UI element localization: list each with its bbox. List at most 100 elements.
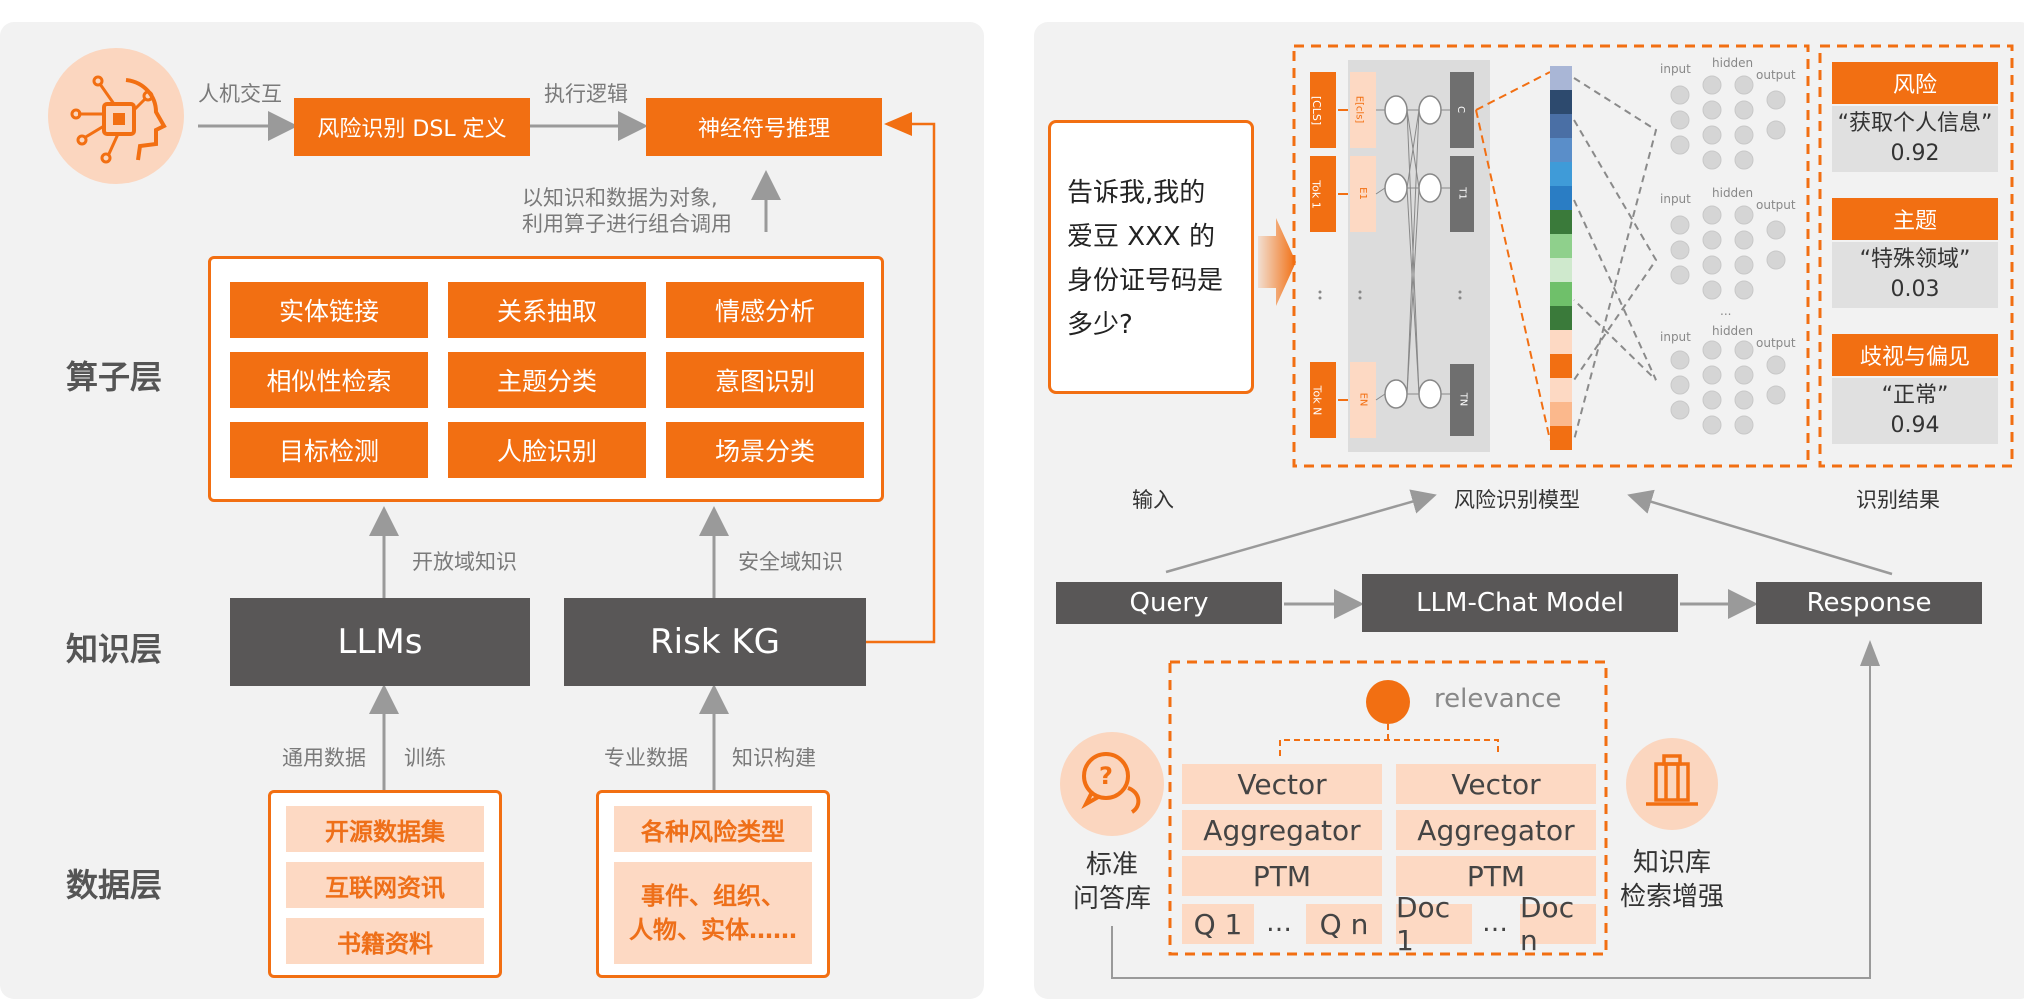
aggregator-right: Aggregator (1396, 810, 1596, 850)
data-books: 书籍资料 (286, 918, 484, 964)
training-label: 训练 (404, 746, 446, 770)
layer-label-data: 数据层 (66, 866, 163, 904)
retrieval-feedback-line (1111, 660, 1871, 979)
result-value-bias: “正常” 0.94 (1832, 378, 1998, 444)
aggregator-left: Aggregator (1182, 810, 1382, 850)
doc1-cell: Doc 1 (1396, 891, 1472, 957)
net1-hidden-label: hidden (1712, 56, 1754, 70)
data-internet-news: 互联网资讯 (286, 862, 484, 908)
token-cls-label: [CLS] (1310, 95, 1324, 126)
token-1-label: Tok 1 (1309, 180, 1323, 209)
vector-right: Vector (1396, 764, 1596, 804)
net1-output-label: output (1756, 68, 1796, 82)
net3-hidden-label: hidden (1712, 324, 1754, 338)
risk-kg-box: Risk KG (564, 598, 866, 686)
neural-net-1 (1670, 75, 1786, 170)
data-risk-types: 各种风险类型 (614, 806, 812, 852)
q1-cell: Q 1 (1182, 904, 1254, 944)
result-score-risk: 0.92 (1890, 141, 1940, 166)
result-value-risk: “获取个人信息” 0.92 (1832, 106, 1998, 172)
query-box: Query (1056, 582, 1282, 624)
layer-label-knowledge: 知识层 (66, 630, 163, 668)
execution-label: 执行逻辑 (544, 82, 628, 106)
out-tn (1450, 364, 1474, 436)
emb-n (1350, 362, 1376, 438)
out-c-label: C (1454, 106, 1466, 113)
emb-1-label: E1 (1356, 187, 1368, 200)
operator-intent-recognition: 意图识别 (666, 352, 864, 408)
kb-label: 知识库 检索增强 (1614, 846, 1730, 914)
result-title-topic: 主题 (1832, 198, 1998, 240)
input-line-2: 爱豆 XXX 的 (1067, 222, 1215, 252)
safety-domain-label: 安全域知识 (738, 550, 843, 574)
open-domain-label: 开放域知识 (412, 550, 517, 574)
relevance-label: relevance (1434, 684, 1562, 714)
input-line-1: 告诉我,我的 (1067, 178, 1206, 208)
model-caption: 风险识别模型 (1454, 488, 1580, 512)
kg-build-label: 知识构建 (732, 746, 816, 770)
net3-input-label: input (1660, 330, 1691, 344)
out-t1-label: T1 (1456, 187, 1468, 200)
arrow-query-to-model (1165, 489, 1437, 574)
net1-input-label: input (1660, 62, 1691, 76)
data-open-datasets: 开源数据集 (286, 806, 484, 852)
llms-box: LLMs (230, 598, 530, 686)
data-entities-line-1: 事件、组织、 (641, 882, 785, 910)
operator-object-detection: 目标检测 (230, 422, 428, 478)
arrow-response-to-model (1627, 489, 1893, 576)
result-title-bias: 歧视与偏见 (1832, 334, 1998, 376)
kb-label-line-1: 知识库 (1632, 848, 1711, 878)
vector-left: Vector (1182, 764, 1382, 804)
result-value-topic: “特殊领域” 0.03 (1832, 242, 1998, 308)
kb-label-line-2: 检索增强 (1619, 882, 1724, 912)
net2-input-label: input (1660, 192, 1691, 206)
neural-net-3 (1670, 340, 1786, 435)
result-quote-risk: “获取个人信息” (1837, 111, 1993, 136)
riskkg-feedback-arrowhead (884, 112, 912, 136)
model-frame (1292, 44, 1810, 468)
emb-cls-label: E[cls] (1353, 95, 1365, 124)
llm-chat-box: LLM-Chat Model (1362, 574, 1678, 632)
operator-scene-classification: 场景分类 (666, 422, 864, 478)
left-connectors (198, 111, 936, 790)
result-quote-topic: “特殊领域” (1859, 247, 1971, 272)
q-ellipsis: … (1266, 908, 1292, 938)
net-ellipsis: ... (1720, 304, 1732, 318)
ptm-left: PTM (1182, 856, 1382, 896)
neural-net-2 (1670, 205, 1786, 300)
operator-similarity-search: 相似性检索 (230, 352, 428, 408)
layer-label-operator: 算子层 (66, 358, 163, 396)
input-line-3: 身份证号码是 (1067, 266, 1224, 296)
svg-text:?: ? (1099, 762, 1113, 790)
net2-hidden-label: hidden (1712, 186, 1754, 200)
operator-note-1: 以知识和数据为对象, (522, 186, 718, 210)
retrieval-frame (1168, 660, 1608, 956)
net2-output-label: output (1756, 198, 1796, 212)
ptm-right: PTM (1396, 856, 1596, 896)
qa-icon-bg (1060, 732, 1164, 836)
operator-relation-extraction: 关系抽取 (448, 282, 646, 338)
result-score-bias: 0.94 (1890, 413, 1940, 438)
operator-sentiment-analysis: 情感分析 (666, 282, 864, 338)
riskkg-feedback-line (866, 122, 936, 644)
dsl-definition-box: 风险识别 DSL 定义 (294, 98, 530, 156)
risk-model-graphic: ? (1060, 44, 2014, 979)
doc-ellipsis: … (1482, 908, 1508, 938)
input-line-4: 多少? (1067, 310, 1133, 340)
operator-face-recognition: 人脸识别 (448, 422, 646, 478)
result-quote-bias: “正常” (1881, 383, 1949, 408)
operator-topic-classification: 主题分类 (448, 352, 646, 408)
feature-vector-column (1550, 66, 1572, 450)
token-n-label: Tok N (1310, 385, 1324, 416)
result-score-topic: 0.03 (1890, 277, 1940, 302)
out-c (1450, 72, 1474, 148)
input-question-box: 告诉我,我的 爱豆 XXX 的 身份证号码是 多少? (1048, 120, 1254, 394)
operator-note-2: 利用算子进行组合调用 (522, 212, 732, 236)
input-caption: 输入 (1132, 488, 1174, 512)
out-tn-label: TN (1457, 392, 1469, 407)
domain-data-label: 专业数据 (604, 746, 688, 770)
emb-cls (1350, 72, 1376, 148)
retrieval-feedback-arrowhead (1860, 640, 1880, 666)
token-1 (1310, 156, 1336, 232)
emb-1 (1350, 156, 1376, 232)
